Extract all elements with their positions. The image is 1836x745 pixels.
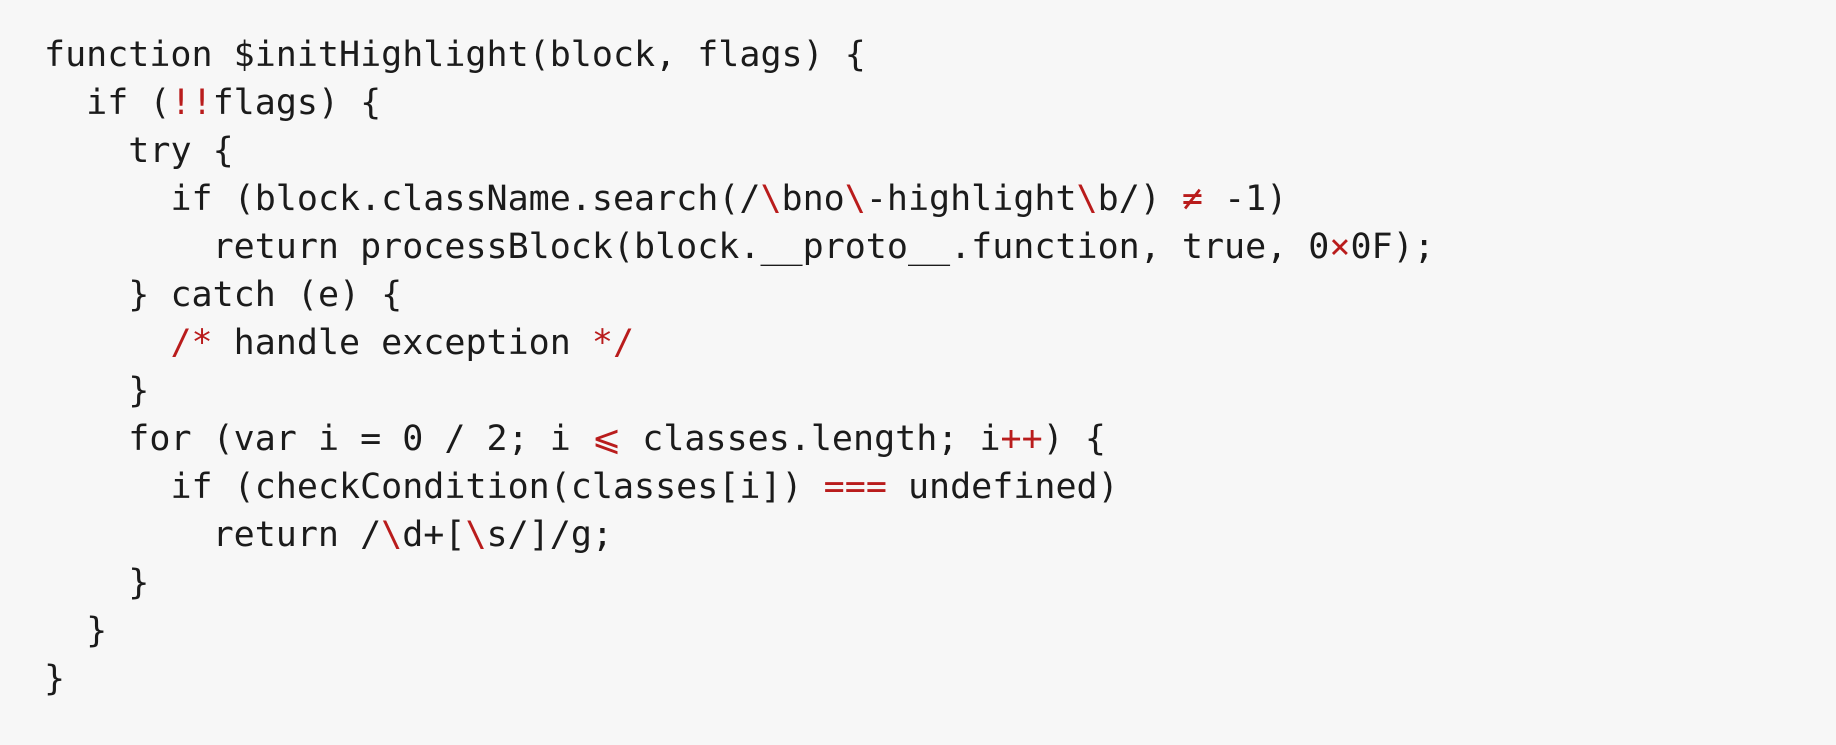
code-token: s/]/g; — [486, 515, 613, 555]
code-token-operator: !! — [170, 83, 213, 123]
code-token: for (var i = 0 / 2; i — [128, 419, 592, 459]
code-token: -1) — [1203, 179, 1288, 219]
code-token: } — [44, 659, 66, 699]
code-token: try { — [128, 131, 234, 171]
code-token-operator: × — [1329, 227, 1351, 267]
code-line: function $initHighlight(block, flags) { — [44, 31, 1435, 79]
code-token: if (block.className.search(/ — [170, 179, 761, 219]
code-indent — [44, 563, 128, 603]
code-line: } — [44, 559, 1435, 607]
code-token: } catch (e) { — [128, 275, 403, 315]
code-token: ) { — [1042, 419, 1106, 459]
code-token-operator: ≠ — [1181, 179, 1203, 219]
code-token: flags) { — [212, 83, 382, 123]
code-indent — [44, 419, 128, 459]
code-token-operator: ⩽ — [591, 419, 622, 459]
code-token: handle exception — [212, 323, 592, 363]
code-line: } — [44, 655, 1435, 703]
code-token-operator: \ — [760, 179, 782, 219]
code-line: for (var i = 0 / 2; i ⩽ classes.length; … — [44, 415, 1435, 463]
code-indent — [44, 227, 213, 267]
code-token: 0F); — [1350, 227, 1435, 267]
code-token-operator: /* — [170, 323, 213, 363]
code-token: } — [86, 611, 108, 651]
code-line: } catch (e) { — [44, 271, 1435, 319]
code-indent — [44, 467, 170, 507]
code-token-operator: ++ — [1000, 419, 1043, 459]
code-token: return / — [212, 515, 382, 555]
code-line: return /\d+[\s/]/g; — [44, 511, 1435, 559]
code-token: bno — [781, 179, 845, 219]
code-indent — [44, 323, 170, 363]
code-indent — [44, 83, 86, 123]
code-token: b/) — [1097, 179, 1182, 219]
code-token: undefined) — [886, 467, 1119, 507]
code-token: return processBlock(block.__proto__.func… — [212, 227, 1330, 267]
code-token-operator: \ — [465, 515, 487, 555]
code-token: function $initHighlight(block, flags) { — [44, 35, 866, 75]
code-token-operator: \ — [1076, 179, 1098, 219]
code-token-operator: === — [823, 467, 887, 507]
code-token: classes.length; i — [621, 419, 1001, 459]
code-indent — [44, 371, 128, 411]
code-line: if (block.className.search(/\bno\-highli… — [44, 175, 1435, 223]
code-indent — [44, 179, 170, 219]
code-token: } — [128, 371, 150, 411]
code-token: if (checkCondition(classes[i]) — [170, 467, 824, 507]
code-line: /* handle exception */ — [44, 319, 1435, 367]
code-line: if (checkCondition(classes[i]) === undef… — [44, 463, 1435, 511]
code-indent — [44, 515, 213, 555]
code-line: if (!!flags) { — [44, 79, 1435, 127]
code-block: function $initHighlight(block, flags) { … — [44, 31, 1435, 703]
code-line: try { — [44, 127, 1435, 175]
code-indent — [44, 611, 86, 651]
code-indent — [44, 131, 128, 171]
code-line: } — [44, 607, 1435, 655]
code-line: } — [44, 367, 1435, 415]
code-token-operator: \ — [844, 179, 866, 219]
code-token-operator: */ — [591, 323, 635, 363]
code-token-operator: \ — [381, 515, 403, 555]
code-token: if ( — [86, 83, 171, 123]
code-token: } — [128, 563, 150, 603]
code-token: -highlight — [865, 179, 1077, 219]
code-token: d+[ — [402, 515, 466, 555]
code-indent — [44, 275, 128, 315]
code-line: return processBlock(block.__proto__.func… — [44, 223, 1435, 271]
